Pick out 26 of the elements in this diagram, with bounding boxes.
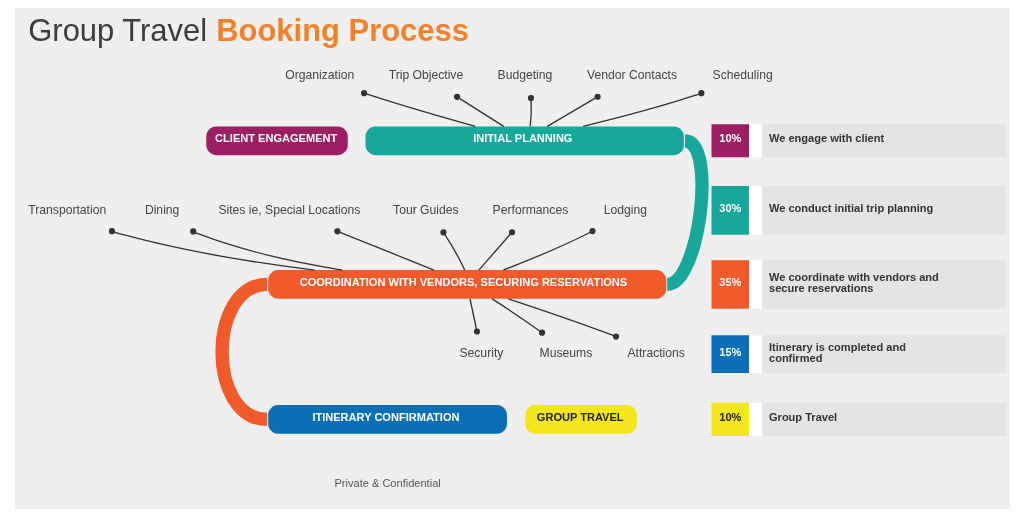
node-text: Attractions: [626, 346, 685, 361]
label: 30%: [718, 202, 741, 215]
label: 10%: [718, 132, 741, 145]
node-text: Scheduling: [712, 67, 773, 82]
label: 15%: [718, 345, 741, 358]
node-text: Dining: [144, 202, 179, 217]
label: We engage with client: [768, 132, 884, 145]
node-text: Trip Objective: [388, 67, 463, 82]
label: Private & Confidential: [334, 477, 441, 490]
label: We coordinate with vendors and secure reservations: [768, 271, 939, 295]
node-text: Performances: [492, 202, 568, 217]
node-text: Lodging: [603, 202, 647, 217]
node-text: Museums: [539, 346, 592, 361]
label: Itinerary is completed and confirmed: [768, 340, 906, 364]
node-text: Security: [458, 346, 503, 361]
diagram-title: Group Travel Booking Process: [27, 12, 469, 48]
node-text: Tour Guides: [392, 202, 459, 217]
label: 10%: [718, 411, 741, 424]
label: Group Travel: [768, 411, 837, 424]
node-text: Vendor Contacts: [586, 67, 677, 82]
node-text: Transportation: [27, 202, 106, 217]
label: 35%: [718, 276, 741, 289]
label: We conduct initial trip planning: [768, 202, 933, 215]
node-text: Organization: [284, 67, 354, 82]
node-text: Sites ie, Special Locations: [217, 202, 360, 217]
node-text: Budgeting: [497, 67, 552, 82]
